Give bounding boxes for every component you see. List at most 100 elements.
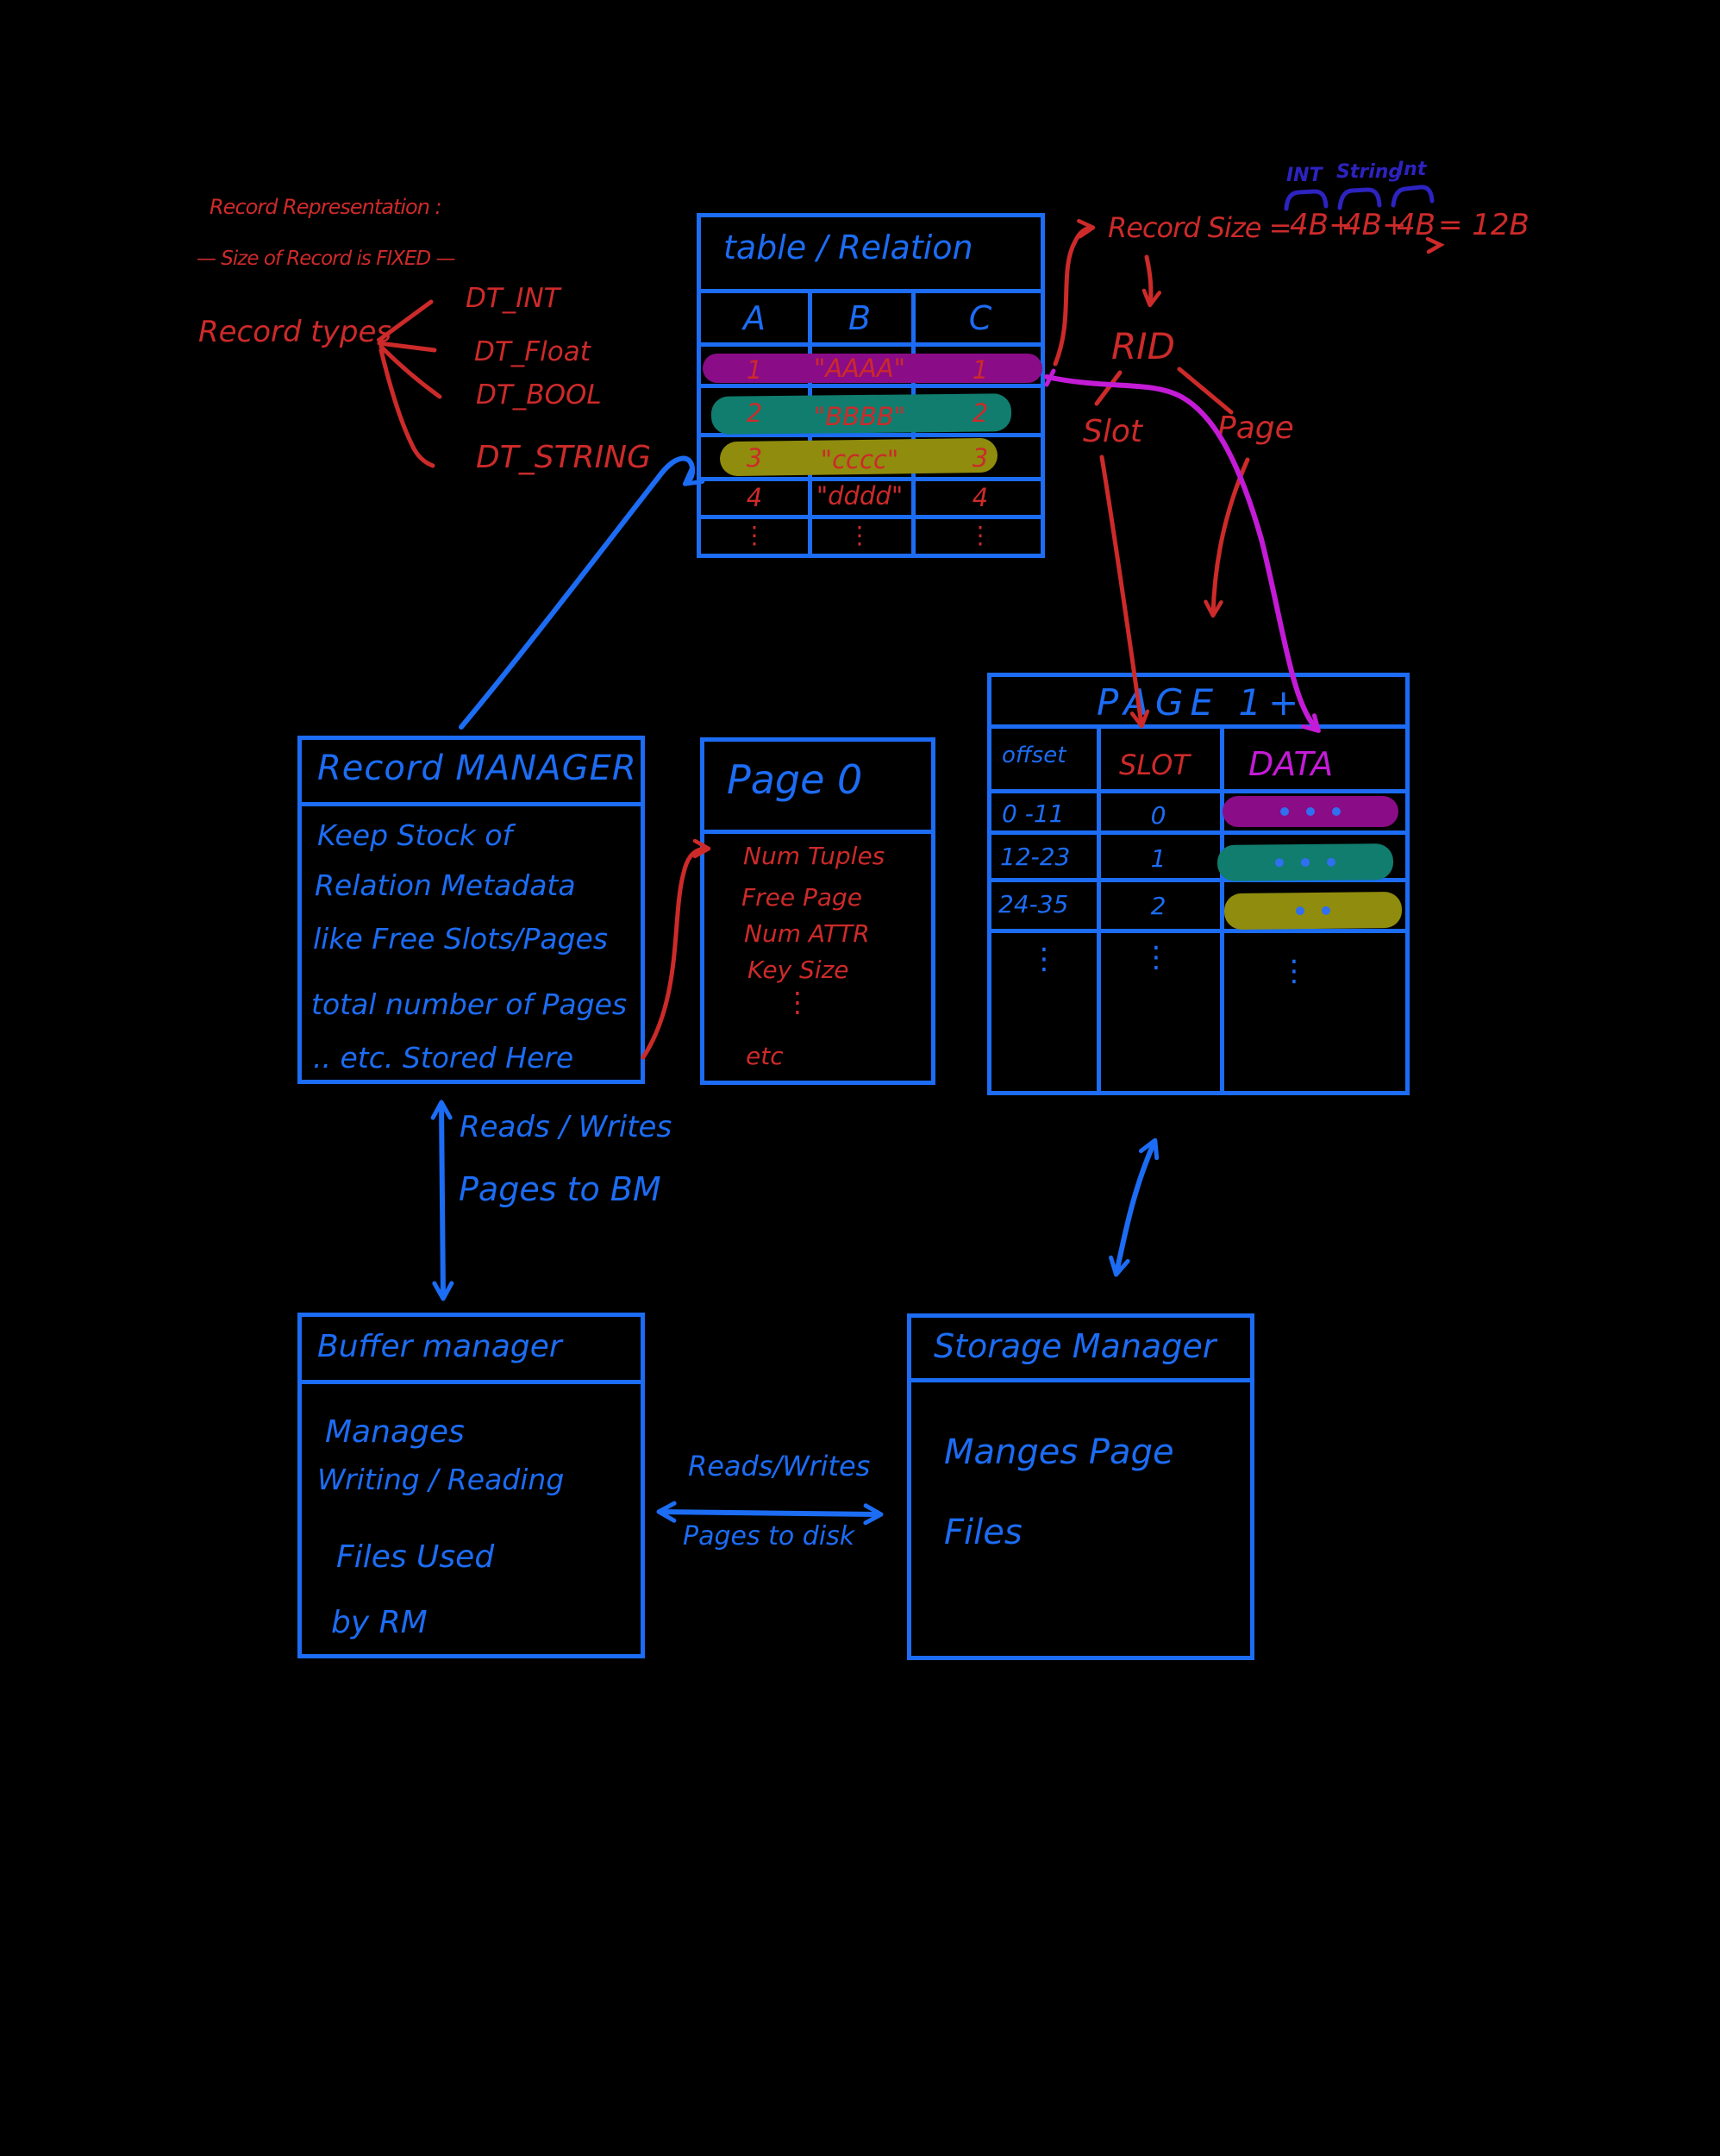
record-size-plus1: + — [1329, 208, 1354, 242]
data-dot — [1295, 906, 1305, 916]
brace-int — [1284, 189, 1329, 211]
relation-ellipsis: ⋮ — [968, 521, 992, 549]
dt-float-label: DT_Float — [474, 336, 591, 367]
page-zero-title-divider — [704, 830, 931, 834]
page-zero-item: Num Tuples — [743, 842, 885, 870]
bm-sm-link-line1: Reads/Writes — [688, 1450, 871, 1482]
page-header-slot: SLOT — [1119, 749, 1190, 781]
page-row-divider-3 — [991, 929, 1405, 933]
dt-bool-label: DT_BOOL — [476, 379, 602, 411]
record-size-prefix: Record Size = — [1108, 211, 1292, 244]
branch-line-dt-bool — [378, 344, 442, 399]
relation-cell: 2 — [746, 398, 763, 428]
relation-row-divider-3 — [701, 477, 1041, 481]
data-dot — [1300, 857, 1310, 868]
relation-title-divider — [701, 289, 1041, 293]
buffer-manager-title: Buffer manager — [317, 1329, 562, 1364]
page-table: PAGE 1+ offset SLOT DATA 0 -11 0 12- — [987, 673, 1410, 1095]
relation-ellipsis: ⋮ — [847, 521, 872, 549]
arrow-page-down — [1204, 457, 1250, 618]
data-dot — [1332, 807, 1341, 816]
data-dot — [1306, 807, 1315, 816]
record-size-term2: 4B — [1343, 208, 1382, 242]
note-record-representation: Record Representation : — [210, 195, 442, 219]
page-row-divider-2 — [991, 878, 1405, 882]
page-label: Page — [1217, 411, 1294, 446]
note-size-fixed: — Size of Record is FIXED — — [197, 248, 456, 270]
data-dot — [1326, 857, 1336, 867]
page-ellipsis: ⋮ — [1279, 954, 1309, 988]
relation-table-title: table / Relation — [723, 229, 973, 266]
relation-row-divider-4 — [701, 515, 1041, 519]
record-size-term3: 4B — [1397, 208, 1435, 242]
relation-header-divider — [701, 342, 1041, 347]
buffer-manager-line: by RM — [331, 1605, 428, 1640]
relation-header-a: A — [743, 299, 766, 337]
record-manager-line: like Free Slots/Pages — [313, 922, 609, 956]
line-rid-to-page — [1177, 367, 1234, 415]
page-zero-ellipsis: ⋮ — [784, 986, 811, 1018]
page-zero-item: Free Page — [741, 883, 863, 912]
page-data-blob-purple — [1223, 796, 1398, 827]
relation-cell: "BBBB" — [813, 402, 906, 431]
record-size-plus2: + — [1382, 208, 1407, 242]
page-zero-box: Page 0 Num Tuples Free Page Num ATTR Key… — [700, 737, 935, 1085]
page-table-title: PAGE 1+ — [1097, 681, 1306, 724]
page-zero-item: Key Size — [747, 956, 849, 984]
record-manager-title: Record MANAGER — [317, 749, 637, 788]
arrow-bm-sm — [656, 1501, 884, 1526]
page-header-offset: offset — [1002, 743, 1066, 768]
page-header-data: DATA — [1248, 745, 1334, 783]
page-col-divider-2 — [1220, 724, 1224, 1091]
page-ellipsis: ⋮ — [1029, 942, 1059, 976]
relation-cell: 2 — [972, 398, 989, 428]
data-dot — [1321, 906, 1331, 915]
relation-cell: "cccc" — [820, 445, 899, 474]
page-zero-etc: etc — [746, 1042, 784, 1070]
brace-label-string: String — [1336, 161, 1403, 183]
record-size-result: = 12B — [1438, 208, 1529, 242]
relation-cell: "dddd" — [816, 481, 904, 511]
page-zero-title: Page 0 — [727, 756, 863, 803]
page-slot-cell: 0 — [1150, 801, 1166, 830]
arrow-record-size-to-rid — [1141, 254, 1162, 308]
page-data-blob-olive — [1223, 891, 1403, 931]
line-rid-to-slot — [1094, 370, 1123, 406]
branch-line-dt-string — [378, 348, 435, 468]
brace-int2 — [1391, 185, 1435, 208]
record-size-term1: 4B — [1290, 208, 1329, 242]
dt-int-label: DT_INT — [466, 283, 560, 314]
record-manager-line: Keep Stock of — [317, 818, 513, 852]
data-dot — [1274, 858, 1285, 868]
storage-manager-box: Storage Manager Manges Page Files — [907, 1313, 1254, 1660]
rm-bm-link-line1: Reads / Writes — [460, 1110, 672, 1144]
buffer-manager-line: Files Used — [336, 1539, 495, 1575]
page-slot-cell: 2 — [1150, 892, 1166, 920]
record-manager-line: Relation Metadata — [315, 868, 576, 902]
relation-row-divider-2 — [701, 433, 1041, 437]
rid-label: RID — [1111, 325, 1175, 367]
page-data-blob-teal — [1217, 843, 1394, 881]
brace-label-int: INT — [1286, 165, 1323, 186]
arrow-rm-bm — [430, 1100, 454, 1301]
rm-bm-link-line2: Pages to BM — [459, 1170, 661, 1208]
dt-string-label: DT_STRING — [476, 440, 652, 475]
relation-table: table / Relation A B C 1 "AAAA" 1 2 "BBB… — [697, 213, 1045, 558]
page-header-divider — [991, 789, 1405, 793]
highlight-row1-purple — [703, 354, 1042, 383]
data-dot — [1280, 807, 1289, 816]
page-title-divider — [991, 724, 1405, 729]
record-manager-title-divider — [302, 802, 641, 806]
relation-cell: 1 — [746, 355, 763, 385]
buffer-manager-title-divider — [302, 1380, 641, 1384]
arrow-stored-here-to-page0 — [641, 838, 711, 1060]
record-manager-box: Record MANAGER Keep Stock of Relation Me… — [297, 736, 645, 1084]
buffer-manager-box: Buffer manager Manages Writing / Reading… — [297, 1313, 645, 1658]
relation-cell: 3 — [746, 443, 763, 473]
arrow-table-to-record-size — [1053, 218, 1096, 367]
storage-manager-line: Files — [944, 1513, 1023, 1552]
storage-manager-title: Storage Manager — [934, 1327, 1217, 1365]
relation-ellipsis: ⋮ — [742, 521, 766, 549]
relation-cell: 3 — [972, 443, 989, 473]
